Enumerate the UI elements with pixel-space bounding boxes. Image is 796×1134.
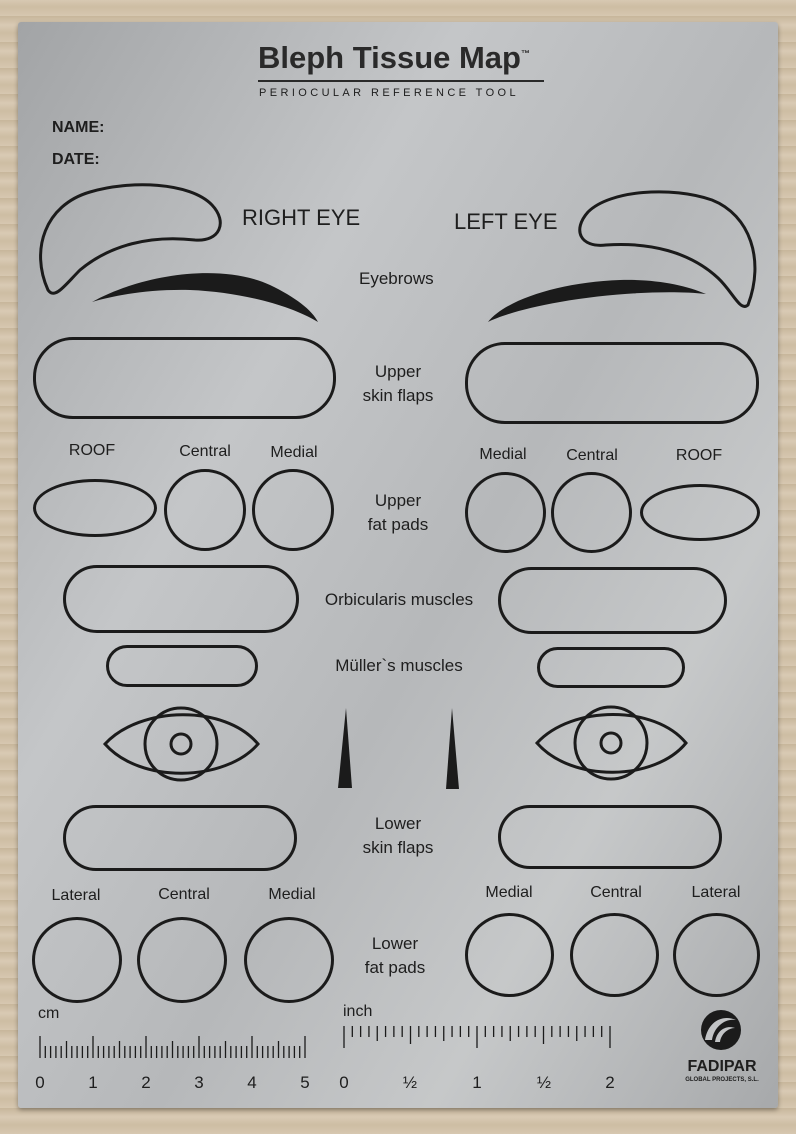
left-muller-muscle: [537, 647, 685, 688]
right-lower-fat-pad-lateral: [32, 917, 122, 1003]
left-upper-pad-label-1: Medial: [479, 446, 527, 463]
left-upper-pad-label-2: Central: [566, 447, 618, 464]
right-eye-heading: RIGHT EYE: [242, 205, 361, 230]
brand-tagline: GLOBAL PROJECTS, S.L.: [685, 1077, 759, 1083]
left-lower-pad-label-3: Lateral: [691, 884, 741, 901]
inch-ruler: [343, 1026, 611, 1048]
right-lower-skin-flap: [63, 805, 297, 871]
left-eye-heading: LEFT EYE: [454, 209, 558, 234]
left-lower-fat-pad-medial: [465, 913, 554, 997]
upper-fat-pads-line1: Upper: [374, 491, 422, 510]
left-eye-icon: [534, 705, 688, 781]
left-eyebrow-fill: [488, 279, 706, 322]
cm-tick-label-4: 4: [247, 1073, 257, 1092]
lower-skin-flaps-line1: Lower: [374, 814, 422, 833]
right-upper-pad-label-1: ROOF: [68, 442, 116, 459]
lower-fat-pads-label: Lower fat pads: [345, 932, 445, 980]
upper-fat-pads-label: Upper fat pads: [348, 489, 448, 537]
left-upper-fat-pad-central: [551, 472, 632, 553]
right-upper-pad-label-3: Medial: [270, 444, 318, 461]
left-eyebrow-outline: [578, 190, 757, 308]
inch-label: inch: [343, 1003, 373, 1020]
upper-skin-flaps-line1: Upper: [374, 362, 422, 381]
right-orbicularis-muscle: [63, 565, 299, 633]
inch-tick-label-4: 2: [605, 1073, 615, 1092]
brand-name: FADIPAR: [687, 1058, 757, 1075]
right-upper-skin-flap: [33, 337, 336, 419]
trademark-symbol: ™: [521, 48, 530, 59]
muller-label: Müller`s muscles: [335, 656, 463, 675]
lower-fat-pads-line1: Lower: [371, 934, 419, 953]
left-orbicularis-muscle: [498, 567, 727, 634]
left-upper-fat-pad-roof: [640, 484, 760, 541]
right-upper-fat-pad-central: [164, 469, 246, 551]
cm-label: cm: [38, 1005, 60, 1022]
inch-tick-label-3: ½: [536, 1073, 552, 1092]
lower-skin-flaps-line2: skin flaps: [362, 838, 434, 857]
left-upper-pad-label-3: ROOF: [675, 447, 723, 464]
orbicularis-label: Orbicularis muscles: [324, 590, 474, 609]
right-eyebrow-outline: [39, 183, 222, 295]
lower-skin-flaps-label: Lower skin flaps: [348, 812, 448, 860]
right-lower-fat-pad-central: [137, 917, 227, 1003]
right-lower-pad-label-2: Central: [158, 886, 210, 903]
right-eye-icon: [102, 706, 260, 782]
name-label: NAME:: [52, 119, 105, 136]
upper-skin-flaps-label: Upper skin flaps: [348, 360, 448, 408]
right-upper-pad-label-2: Central: [179, 443, 231, 460]
left-lower-pad-label-2: Central: [590, 884, 642, 901]
left-lower-skin-flap: [498, 805, 722, 869]
eyebrows-label: Eyebrows: [359, 269, 434, 288]
left-upper-fat-pad-medial: [465, 472, 546, 553]
subtitle: PERIOCULAR REFERENCE TOOL: [259, 87, 520, 99]
left-lower-fat-pad-central: [570, 913, 659, 997]
cm-tick-label-2: 2: [141, 1073, 151, 1092]
cm-tick-label-3: 3: [194, 1073, 204, 1092]
right-lower-pad-label-1: Lateral: [51, 887, 101, 904]
date-label: DATE:: [52, 151, 100, 168]
right-upper-fat-pad-roof: [33, 479, 157, 537]
cm-tick-label-0: 0: [35, 1073, 45, 1092]
right-lower-fat-pad-medial: [244, 917, 334, 1003]
inch-tick-label-2: 1: [472, 1073, 482, 1092]
right-lacrimal-mark: [338, 708, 352, 788]
right-muller-muscle: [106, 645, 258, 687]
left-lacrimal-mark: [446, 708, 459, 789]
right-lower-pad-label-3: Medial: [268, 886, 316, 903]
upper-fat-pads-line2: fat pads: [367, 515, 429, 534]
left-lower-pad-label-1: Medial: [485, 884, 533, 901]
left-upper-skin-flap: [465, 342, 759, 424]
cm-tick-label-5: 5: [300, 1073, 310, 1092]
right-eyebrow-fill: [92, 273, 318, 322]
lower-fat-pads-line2: fat pads: [364, 958, 426, 977]
cm-ruler: [39, 1036, 306, 1058]
cm-tick-label-1: 1: [88, 1073, 98, 1092]
inch-tick-label-1: ½: [402, 1073, 418, 1092]
title-text: Bleph Tissue Map: [258, 40, 521, 75]
page-title: Bleph Tissue Map™: [258, 40, 530, 76]
title-underline: [258, 80, 544, 82]
left-lower-fat-pad-lateral: [673, 913, 760, 997]
right-upper-fat-pad-medial: [252, 469, 334, 551]
upper-skin-flaps-line2: skin flaps: [362, 386, 434, 405]
inch-tick-label-0: 0: [339, 1073, 349, 1092]
